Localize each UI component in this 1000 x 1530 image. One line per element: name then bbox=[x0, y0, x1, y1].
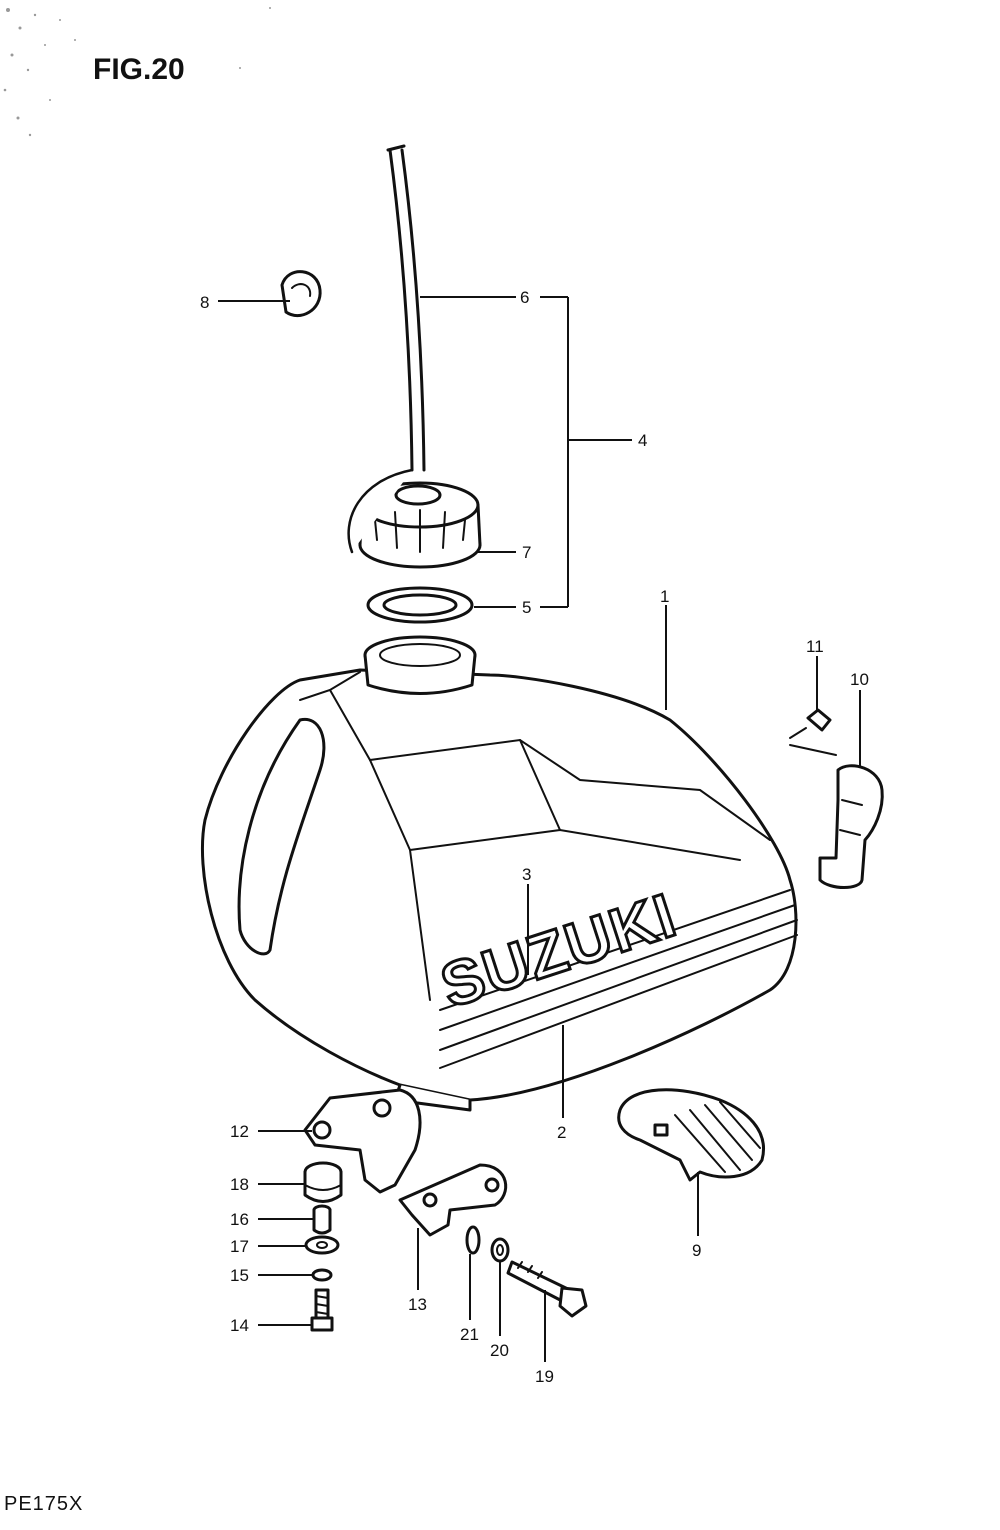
callout-13: 13 bbox=[408, 1295, 427, 1314]
rubber-cushion bbox=[617, 1088, 765, 1182]
fuel-cap bbox=[347, 468, 482, 569]
bolt-19 bbox=[506, 1260, 588, 1318]
callout-8: 8 bbox=[200, 293, 209, 312]
front-bracket bbox=[303, 1088, 422, 1194]
callout-2: 2 bbox=[557, 1123, 566, 1142]
callout-7: 7 bbox=[522, 543, 531, 562]
callout-5: 5 bbox=[522, 598, 531, 617]
washer bbox=[304, 1235, 340, 1255]
callout-12: 12 bbox=[230, 1122, 249, 1141]
callout-10: 10 bbox=[850, 670, 869, 689]
breather-hose bbox=[386, 144, 426, 472]
callout-18: 18 bbox=[230, 1175, 249, 1194]
callout-11: 11 bbox=[806, 637, 824, 656]
rear-bracket bbox=[818, 764, 884, 889]
callout-9: 9 bbox=[692, 1241, 701, 1260]
nut-20 bbox=[490, 1237, 510, 1263]
hose-clip bbox=[280, 270, 322, 318]
screw bbox=[789, 708, 837, 756]
bolt-small bbox=[310, 1288, 334, 1332]
callout-4: 4 bbox=[638, 431, 647, 450]
fuel-tank bbox=[201, 635, 798, 1112]
callout-labels: 8 6 4 7 5 1 11 10 3 2 9 12 18 16 17 15 1… bbox=[200, 288, 869, 1386]
cap-gasket bbox=[366, 586, 474, 624]
callout-16: 16 bbox=[230, 1210, 249, 1229]
callout-14: 14 bbox=[230, 1316, 249, 1335]
callout-19: 19 bbox=[535, 1367, 554, 1386]
mount-bracket bbox=[398, 1163, 508, 1237]
damper bbox=[303, 1161, 343, 1203]
callout-3: 3 bbox=[522, 865, 531, 884]
callout-17: 17 bbox=[230, 1237, 249, 1256]
leader-lines bbox=[218, 296, 861, 1362]
collar bbox=[312, 1204, 332, 1235]
scan-noise bbox=[3, 7, 271, 137]
callout-15: 15 bbox=[230, 1266, 249, 1285]
callout-1: 1 bbox=[660, 587, 669, 606]
callout-6: 6 bbox=[520, 288, 529, 307]
callout-20: 20 bbox=[490, 1341, 509, 1360]
callout-21: 21 bbox=[460, 1325, 479, 1344]
model-code: PE175X bbox=[4, 1493, 83, 1515]
washer-21 bbox=[465, 1225, 481, 1255]
lock-washer bbox=[311, 1268, 333, 1282]
figure-title: FIG.20 bbox=[93, 53, 185, 86]
